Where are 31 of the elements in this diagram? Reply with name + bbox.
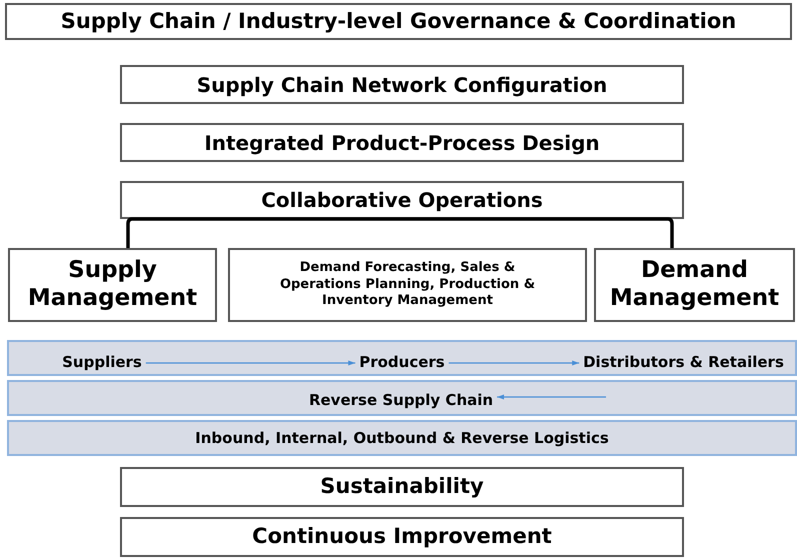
arrow bbox=[146, 360, 356, 366]
flow-band bbox=[7, 340, 797, 376]
bracket-connector bbox=[126, 217, 402, 248]
flow-band bbox=[7, 420, 797, 456]
process-box bbox=[228, 248, 587, 322]
stage-label: Reverse Supply Chain bbox=[308, 390, 494, 411]
box-text: Integrated Product-Process Design bbox=[204, 130, 600, 156]
process-box bbox=[120, 517, 684, 557]
process-box bbox=[594, 248, 795, 322]
box-text: Collaborative Operations bbox=[261, 187, 543, 214]
stage-label: Producers bbox=[359, 352, 445, 373]
flow-band bbox=[7, 380, 797, 416]
box-text: Supply Chain Network Configuration bbox=[196, 72, 608, 98]
box-text: Inbound, Internal, Outbound & Reverse Logistics bbox=[195, 428, 609, 449]
box-text: Continuous Improvement bbox=[252, 523, 552, 550]
box-text: Supply Management bbox=[26, 257, 198, 313]
process-box bbox=[120, 467, 684, 507]
process-box bbox=[120, 181, 684, 219]
box-text: Demand Management bbox=[608, 257, 780, 313]
box-text: Demand Forecasting, Sales & Operations Planning, Production & Inventory Management bbox=[278, 260, 536, 310]
governance-box bbox=[5, 3, 792, 40]
arrow bbox=[497, 394, 606, 400]
box-text: Supply Chain / Industry-level Governance & Coordination bbox=[60, 8, 736, 35]
box-text: Sustainability bbox=[320, 473, 484, 500]
stage-label: Suppliers bbox=[62, 352, 142, 373]
arrow bbox=[448, 360, 580, 366]
process-box bbox=[120, 123, 684, 162]
process-box bbox=[120, 65, 684, 104]
stage-label: Distributors & Retailers bbox=[583, 352, 784, 373]
process-box bbox=[8, 248, 217, 322]
bracket-connector bbox=[402, 217, 674, 248]
